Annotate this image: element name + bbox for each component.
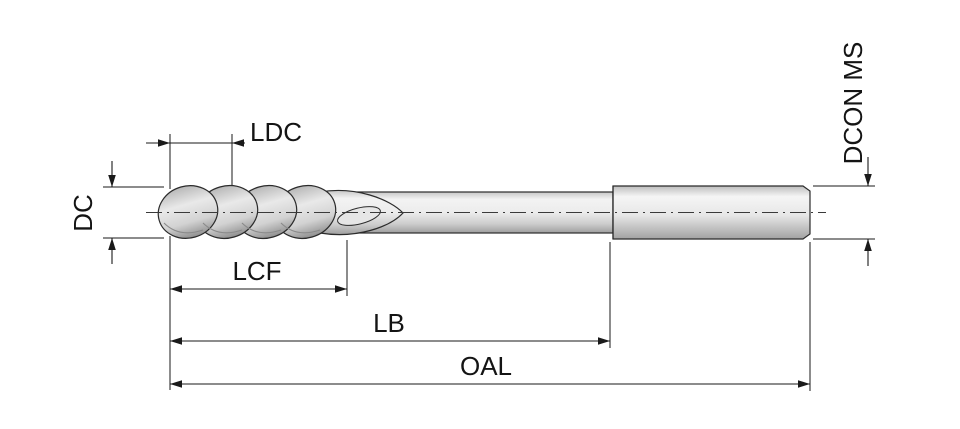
dim-oal: OAL: [170, 351, 810, 388]
dim-ldc: LDC: [146, 117, 302, 147]
label-dcon-ms: DCON MS: [838, 42, 868, 165]
label-lcf: LCF: [232, 256, 281, 286]
oal-arrow-right: [798, 380, 810, 388]
flute-shading: [241, 222, 282, 234]
tool-drawing: [146, 184, 826, 240]
lb-arrow-left: [170, 337, 182, 345]
dim-dc: DC: [68, 161, 116, 264]
dcon-arrow-bottom: [864, 239, 872, 251]
flute-runout-oval: [337, 206, 381, 226]
label-oal: OAL: [460, 351, 512, 381]
flute-shading: [202, 222, 243, 234]
lcf-arrow-right: [335, 285, 347, 293]
dim-dcon: DCON MS: [838, 42, 872, 266]
dc-arrow-top: [108, 175, 116, 187]
dcon-arrow-top: [864, 174, 872, 186]
label-ldc: LDC: [250, 117, 302, 147]
lcf-arrow-left: [170, 285, 182, 293]
ldc-arrow-left: [158, 139, 170, 147]
dim-lcf: LCF: [170, 256, 347, 293]
flute-shading: [280, 222, 321, 234]
dim-lb: LB: [170, 308, 610, 345]
ldc-arrow-right: [232, 139, 244, 147]
oal-arrow-left: [170, 380, 182, 388]
dc-arrow-bottom: [108, 238, 116, 250]
flute-shading: [163, 222, 204, 234]
lb-arrow-right: [598, 337, 610, 345]
label-lb: LB: [373, 308, 405, 338]
label-dc: DC: [68, 194, 98, 232]
